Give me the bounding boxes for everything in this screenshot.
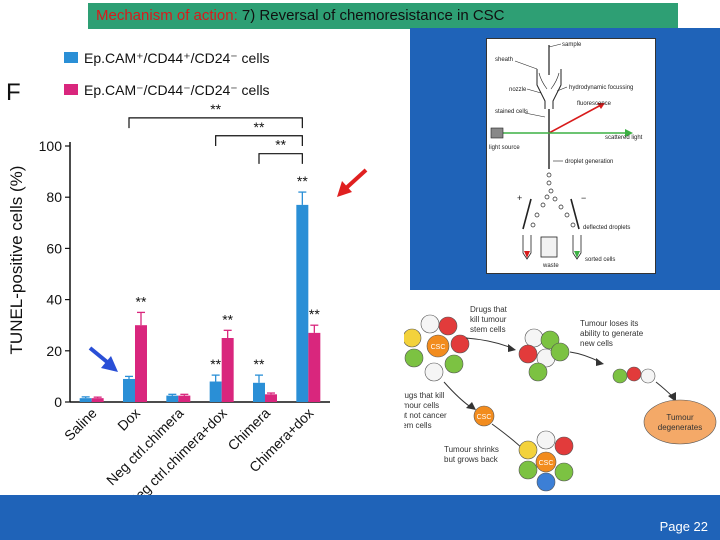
legend-swatch [64, 84, 78, 95]
slide-title: Mechanism of action: 7) Reversal of chem… [96, 7, 505, 24]
label-droplet-gen: droplet generation [565, 159, 613, 165]
tumour-cluster-small [612, 366, 656, 384]
label-sheath: sheath [495, 57, 513, 63]
csc-drawing: CSC Drugs that kill tumour stem cells Tu… [396, 305, 717, 492]
significance-label: ** [254, 356, 265, 372]
panel-label: F [6, 79, 21, 106]
label-waste: waste [542, 263, 559, 269]
significance-label: ** [222, 311, 233, 327]
title-label: Mechanism of action: [96, 7, 238, 24]
bracket-label: ** [210, 101, 221, 117]
category-label: Dox [114, 405, 143, 434]
significance-brackets: ** ** ** [128, 101, 303, 164]
label-kill-stem-2: kill tumour [470, 315, 507, 324]
label-shrinks-2: but grows back [444, 455, 499, 464]
chart-legend: Ep.CAM⁺/CD44⁺/CD24⁻ cellsEp.CAM⁻/CD44⁻/C… [64, 50, 270, 98]
label-kill-tumour-3: but not cancer [404, 411, 447, 420]
tumour-cluster-middle [518, 328, 570, 382]
bar [209, 381, 222, 402]
label-kill-tumour-1: Drugs that kill [404, 391, 445, 400]
significance-label: ** [297, 173, 308, 189]
chart-axes: 0 20 40 60 80 100 [39, 138, 330, 410]
bar [91, 398, 104, 402]
title-text: 7) Reversal of chemoresistance in CSC [241, 7, 505, 24]
label-loses-1: Tumour loses its [580, 319, 638, 328]
legend-label: Ep.CAM⁺/CD44⁺/CD24⁻ cells [84, 50, 270, 66]
tumour-degenerates [643, 399, 717, 445]
category-label: Neg ctrl.chimera [103, 405, 187, 489]
y-tick-label: 20 [46, 343, 62, 359]
label-loses-2: ability to generate [580, 329, 644, 338]
title-bar: Mechanism of action: 7) Reversal of chem… [88, 3, 678, 29]
bar [308, 332, 321, 402]
red-arrow [337, 168, 368, 197]
blue-arrow [88, 346, 118, 372]
y-tick-label: 100 [39, 138, 63, 154]
label-loses-3: new cells [580, 339, 613, 348]
csc-lone [473, 405, 495, 427]
label-nozzle: nozzle [509, 87, 527, 93]
bracket-label: ** [254, 119, 265, 135]
bar [79, 398, 92, 402]
label-plus: + [517, 193, 522, 203]
bar [166, 395, 179, 402]
bar [296, 204, 309, 402]
legend-label: Ep.CAM⁻/CD44⁻/CD24⁻ cells [84, 82, 270, 98]
tumour-cluster-left: CSC [402, 314, 470, 382]
bracket [215, 135, 303, 146]
csc-therapy-diagram: CSC Drugs that kill tumour stem cells Tu… [396, 290, 720, 495]
bar [253, 382, 265, 402]
bracket [128, 117, 303, 129]
csc-label-3: CSC [539, 460, 554, 467]
label-kill-stem-3: stem cells [470, 325, 506, 334]
label-hydro: hydrodynamic focussing [569, 85, 633, 91]
significance-label: ** [136, 293, 147, 309]
category-label: Saline [61, 405, 100, 444]
bar [178, 395, 191, 402]
bar [221, 338, 234, 402]
flow-cytometry-diagram: sample sheath nozzle hydrodynamic focuss… [486, 38, 656, 274]
tumour-cluster-bottom: CSC [518, 430, 574, 492]
label-shrinks-1: Tumour shrinks [444, 445, 499, 454]
y-tick-label: 80 [46, 189, 62, 205]
flow-cytometry-drawing: sample sheath nozzle hydrodynamic focuss… [489, 42, 643, 269]
bracket-label: ** [275, 137, 286, 153]
bar [265, 394, 277, 402]
label-kill-tumour-4: stem cells [404, 421, 432, 430]
label-fluorescence: fluorescence [577, 101, 612, 107]
label-minus: − [581, 193, 586, 203]
label-light-source: light source [489, 145, 520, 151]
label-scattered: scattered light [605, 135, 643, 141]
csc-label-1: CSC [431, 344, 446, 351]
y-tick-label: 40 [46, 292, 62, 308]
footer-band: Page 22 [0, 495, 720, 540]
label-stained: stained cells [495, 109, 528, 115]
bracket [258, 153, 303, 164]
y-axis-label: TUNEL-positive cells (%) [7, 166, 26, 355]
significance-label: ** [210, 356, 221, 372]
label-kill-tumour-2: tumour cells [404, 401, 439, 410]
label-deflected: deflected droplets [583, 225, 630, 231]
y-tick-label: 60 [46, 240, 62, 256]
bar-series: ** ** ** ** ** ** [79, 173, 321, 402]
legend-swatch [64, 52, 78, 63]
page-number: Page 22 [659, 519, 708, 534]
significance-label: ** [309, 306, 320, 322]
y-tick-label: 0 [54, 394, 62, 410]
label-degenerates-2: degenerates [658, 423, 702, 432]
bar [123, 378, 135, 402]
label-sorted: sorted cells [585, 257, 615, 263]
label-kill-stem-1: Drugs that [470, 305, 508, 314]
label-sample: sample [562, 42, 582, 48]
bar [135, 325, 147, 402]
csc-label-2: CSC [477, 414, 492, 421]
label-degenerates-1: Tumour [666, 413, 694, 422]
